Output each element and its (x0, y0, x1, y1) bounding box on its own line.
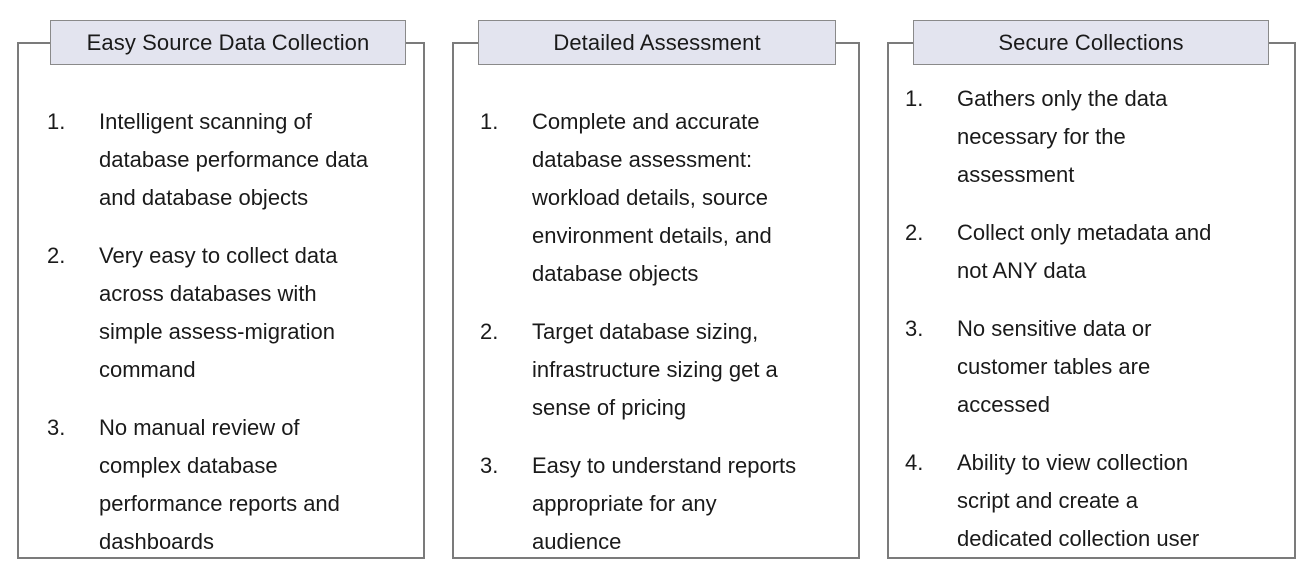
panel-header-label: Detailed Assessment (553, 29, 761, 55)
panel-secure-collections (887, 42, 1296, 559)
list-item-text: Complete and accurate database assessmen… (532, 109, 772, 286)
list-item: 2. Very easy to collect data across data… (47, 237, 407, 389)
list-item: 4. Ability to view collection script and… (905, 444, 1280, 558)
list-item: 3. No manual review of complex database … (47, 409, 407, 561)
list-item-text: Collect only metadata and not ANY data (957, 220, 1212, 283)
list-item-number: 1. (47, 109, 66, 134)
list-item: 3. No sensitive data or customer tables … (905, 310, 1280, 424)
list-item-number: 3. (480, 453, 499, 478)
panel-header-label: Secure Collections (998, 29, 1184, 55)
panel-header-label: Easy Source Data Collection (86, 29, 370, 55)
list-item-number: 2. (480, 319, 499, 344)
list-item-text: Gathers only the data necessary for the … (957, 86, 1168, 187)
list-item: 1. Intelligent scanning of database perf… (47, 103, 407, 217)
list-item: 3. Easy to understand reports appropriat… (480, 447, 840, 561)
list-item-number: 1. (905, 86, 924, 111)
panel-detailed-assessment (452, 42, 860, 559)
panel-header-easy-source-data-collection: Easy Source Data Collection (50, 20, 406, 65)
panel-header-detailed-assessment: Detailed Assessment (478, 20, 836, 65)
list-item-text: Easy to understand reports appropriate f… (532, 453, 797, 554)
list-item-text: Ability to view collection script and cr… (957, 450, 1200, 551)
list-item-number: 3. (47, 415, 66, 440)
list-item-number: 3. (905, 316, 924, 341)
list-item: 2. Collect only metadata and not ANY dat… (905, 214, 1280, 290)
list-item-number: 1. (480, 109, 499, 134)
list-item-number: 2. (905, 220, 924, 245)
list-item-text: No manual review of complex database per… (99, 415, 340, 554)
list-item-text: Very easy to collect data across databas… (99, 243, 338, 382)
panel-easy-source-data-collection (17, 42, 425, 559)
list-item-number: 2. (47, 243, 66, 268)
list-item: 2. Target database sizing, infrastructur… (480, 313, 840, 427)
list-item: 1. Gathers only the data necessary for t… (905, 80, 1280, 194)
list-item-number: 4. (905, 450, 924, 475)
panel-header-secure-collections: Secure Collections (913, 20, 1269, 65)
list-item-text: Target database sizing, infrastructure s… (532, 319, 778, 420)
list-item-text: Intelligent scanning of database perform… (99, 109, 369, 210)
list-item-text: No sensitive data or customer tables are… (957, 316, 1152, 417)
list-item: 1. Complete and accurate database assess… (480, 103, 840, 293)
panel-body-secure-collections: 1. Gathers only the data necessary for t… (905, 80, 1280, 558)
panel-body-easy-source-data-collection: 1. Intelligent scanning of database perf… (47, 103, 407, 561)
panel-body-detailed-assessment: 1. Complete and accurate database assess… (480, 103, 840, 561)
